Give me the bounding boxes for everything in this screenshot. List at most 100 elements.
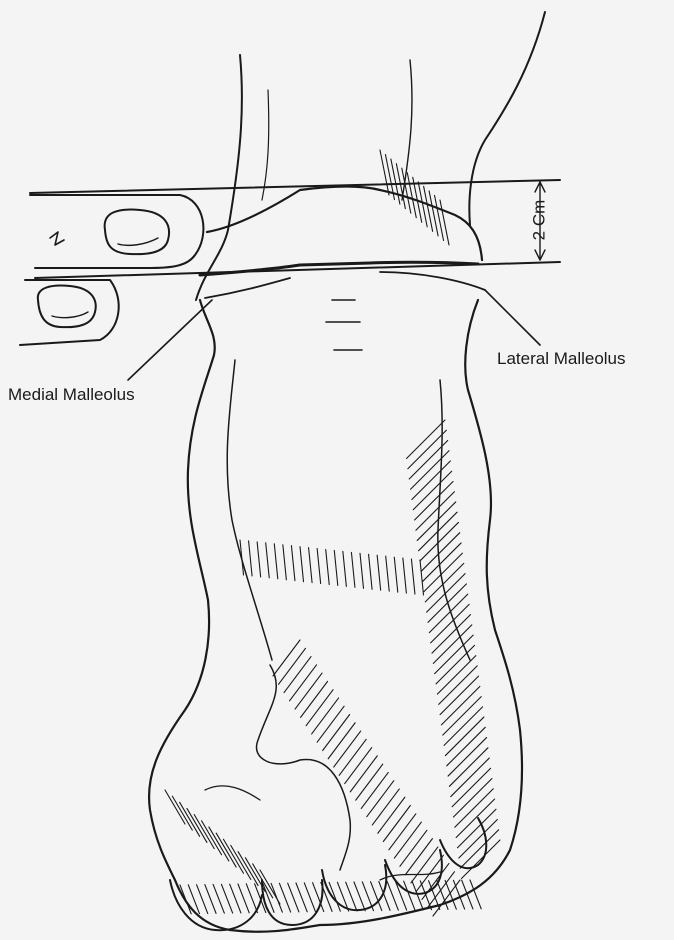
shading-instep-line <box>283 545 287 580</box>
shading-forefoot-line <box>394 822 421 858</box>
shading-forefoot-line <box>378 797 405 833</box>
shading-forefoot-line <box>389 814 416 850</box>
shading-lateral-line <box>451 758 490 797</box>
dimension-label: 2 Cm <box>529 200 549 241</box>
forefoot-contour <box>205 786 440 880</box>
midfoot-contour <box>256 665 350 870</box>
shading-lateral-line <box>415 481 454 520</box>
shading-instep-line <box>411 559 415 594</box>
leader-lateral <box>485 290 540 345</box>
dorsum-contour-left <box>227 360 272 660</box>
shading-lateral-line <box>445 717 484 756</box>
shading-instep-line <box>249 541 253 576</box>
shading-instep-line <box>386 556 390 591</box>
finger-mark <box>50 232 64 245</box>
shading-lateral-line <box>437 656 476 695</box>
shading-forefoot-line <box>279 648 306 684</box>
shading-instep-line <box>394 557 398 592</box>
shading-forefoot-line <box>290 665 317 701</box>
shading-leg-line <box>435 195 444 240</box>
shading-lateral-line <box>449 748 488 787</box>
shading-lateral-line <box>407 420 446 459</box>
shading-forefoot-line <box>361 772 388 808</box>
shading-instep-line <box>334 550 338 585</box>
shading-leg-line <box>391 159 400 204</box>
leader-medial <box>128 300 212 380</box>
shading-forefoot-line <box>350 756 377 792</box>
shading-instep-line <box>403 558 407 593</box>
shading-instep-line <box>377 555 381 590</box>
measure-line-upper <box>30 180 560 193</box>
shading-lateral-line <box>411 451 450 490</box>
shading-lateral-line <box>444 707 483 746</box>
finger-upper <box>30 195 203 268</box>
shading-lateral-line <box>459 820 498 859</box>
shading-lateral-line <box>455 789 494 828</box>
ankle-band-bottom <box>205 272 485 298</box>
leg-left-outline <box>196 55 242 300</box>
shading-lateral-line <box>421 533 460 572</box>
shading-forefoot-line <box>383 806 410 842</box>
shading-forefoot-line <box>356 764 383 800</box>
shading-lateral-line <box>436 645 475 684</box>
shading-lateral-line <box>433 625 472 664</box>
shading-lateral-line <box>448 738 487 777</box>
shading-forefoot-line <box>328 723 355 759</box>
shading-forefoot-line <box>323 714 350 750</box>
shading-instep-line <box>317 549 321 584</box>
shading-lateral-line <box>427 574 466 613</box>
shading-lateral-line <box>440 676 479 715</box>
shading-instep-line <box>291 546 295 581</box>
fingernail-lower <box>38 286 96 328</box>
shading-forefoot-line <box>273 640 300 676</box>
shading-lateral-line <box>417 502 456 541</box>
shading-lateral-line <box>429 594 468 633</box>
shading-lateral-line <box>416 492 455 531</box>
lateral-malleolus-label: Lateral Malleolus <box>497 349 626 369</box>
shading-lateral-line <box>453 779 492 818</box>
shading-instep-line <box>369 554 373 589</box>
toe-2 <box>262 880 323 925</box>
shading-instep-line <box>343 551 347 586</box>
shading-instep-line <box>300 547 304 582</box>
shading-leg-line <box>424 186 433 231</box>
shading-forefoot-line <box>301 681 328 717</box>
shading-lateral-line <box>443 697 482 736</box>
shading-forefoot-line <box>334 731 361 767</box>
shading-lateral-line <box>425 563 464 602</box>
shading-forefoot-line <box>284 657 311 693</box>
shading-forefoot-line <box>367 781 394 817</box>
shading-lateral-line <box>456 799 495 838</box>
shading-forefoot-line <box>339 739 366 775</box>
shading-instep-line <box>309 548 313 583</box>
medial-malleolus-label: Medial Malleolus <box>8 385 135 405</box>
shading-forefoot-line <box>306 690 333 726</box>
shading-forefoot-line <box>422 863 449 899</box>
leg-right-outline <box>469 12 545 225</box>
shading-forefoot-line <box>312 698 339 734</box>
shading-instep-line <box>326 550 330 585</box>
shading-forefoot-line <box>372 789 399 825</box>
foot-outline <box>149 300 522 932</box>
fingernail-upper <box>105 210 169 255</box>
shading-forefoot-line <box>405 839 432 875</box>
fingernail-lower-crease <box>52 312 88 318</box>
shading-leg-line <box>380 150 389 195</box>
leg-tendon-line <box>262 90 269 200</box>
shading-forefoot-line <box>295 673 322 709</box>
shading-instep-line <box>266 543 270 578</box>
shading-leg-line <box>429 191 438 236</box>
shading-forefoot-line <box>411 847 438 883</box>
shading-lateral-line <box>452 768 491 807</box>
shading-instep-line <box>274 544 278 579</box>
fingernail-upper-crease <box>118 238 158 245</box>
shading-lateral-line <box>412 461 451 500</box>
shading-lateral-line <box>413 471 452 510</box>
shading-leg-line <box>440 200 449 245</box>
finger-lower <box>20 280 119 345</box>
toe-4 <box>385 850 442 894</box>
shading-forefoot-line <box>400 830 427 866</box>
shading-instep-line <box>257 542 261 577</box>
